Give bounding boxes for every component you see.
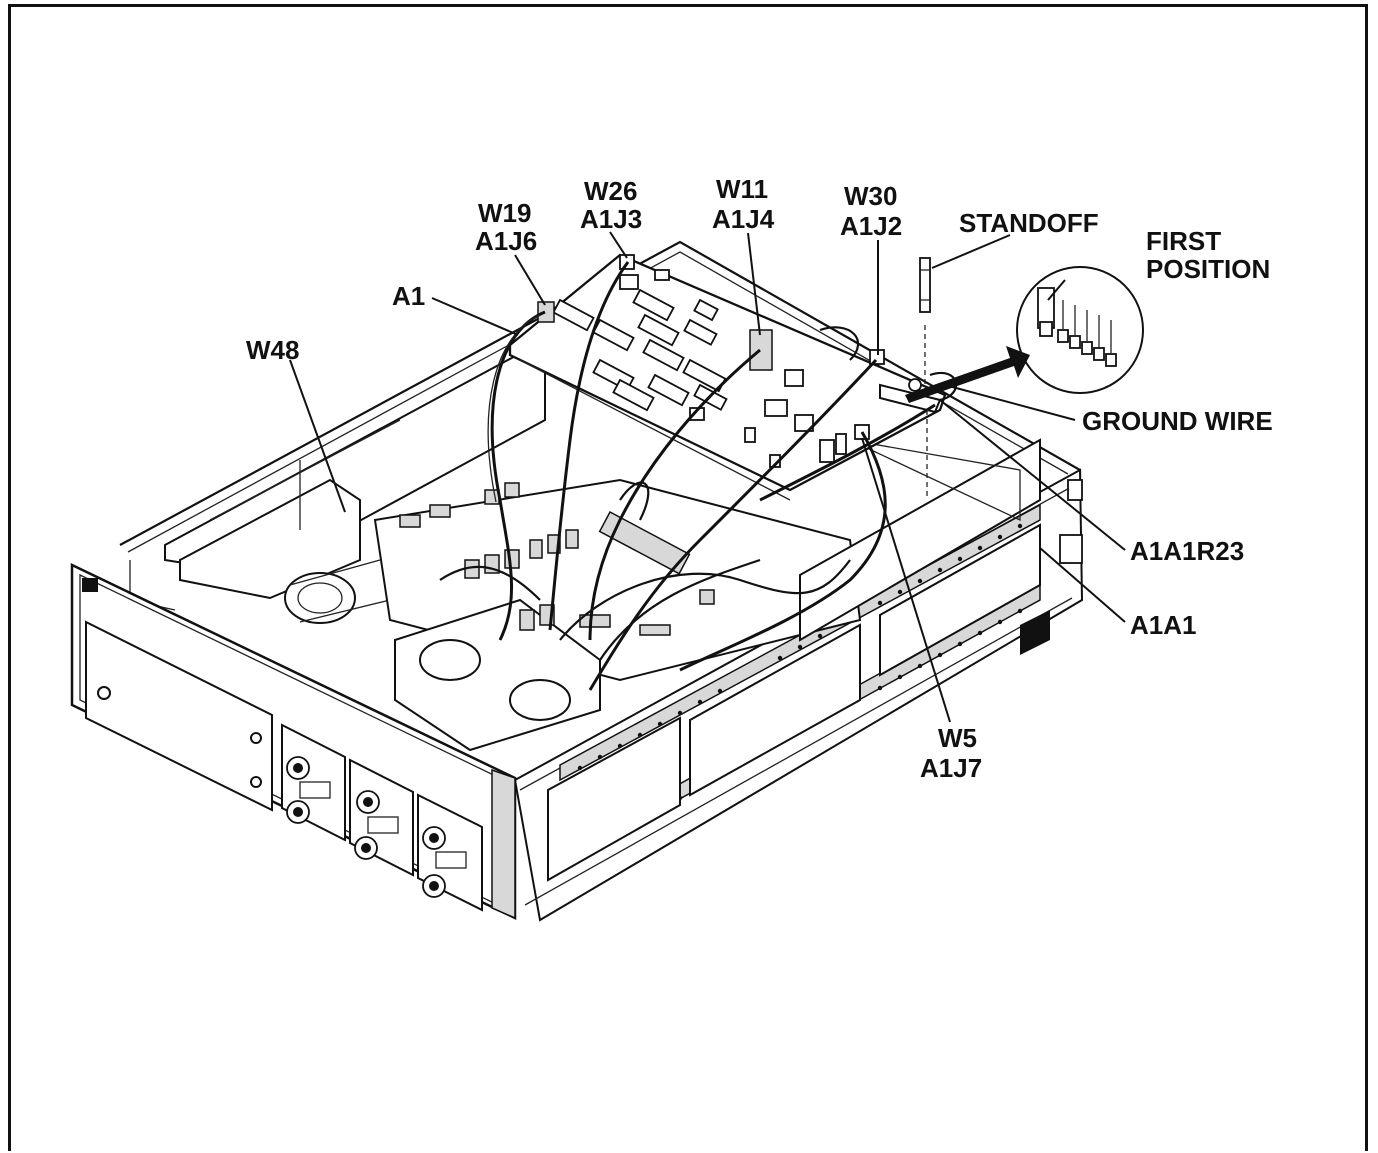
cable-w5 [679,431,887,672]
center-board-components [399,482,715,636]
cables [487,261,958,691]
first-position-inset [905,266,1144,403]
cable-w19 [490,310,546,641]
callout-labels: W19 A1J6 W26 A1J3 W11 A1J4 W30 A1J2 STAN… [246,174,1273,783]
a1-board-ics [552,269,847,468]
leader-lines [289,231,1126,723]
label-w5: W5 [938,723,977,753]
label-a1a1: A1A1 [1130,610,1196,640]
label-first: FIRST [1146,226,1221,256]
label-w30: W30 [844,181,897,211]
a1-board [508,253,947,501]
label-a1a1r23: A1A1R23 [1130,536,1244,566]
semirigid-cables [439,481,851,661]
front-connector-modules [281,723,483,912]
interior [164,338,1041,752]
label-standoff: STANDOFF [959,208,1099,238]
connector-a1j4 [749,329,773,371]
hp-logo [82,578,98,592]
ground-wire [759,403,936,502]
inset-arrow [905,346,1030,403]
label-a1j4: A1J4 [712,204,775,234]
cable-w26 [548,261,630,631]
header-pins [1057,300,1117,367]
label-w19: W19 [478,198,531,228]
label-a1j7: A1J7 [920,753,982,783]
label-a1: A1 [392,281,425,311]
cable-w30 [588,358,878,691]
label-a1j2: A1J2 [840,211,902,241]
cable-w11 [588,348,761,641]
label-w11: W11 [716,174,768,204]
label-a1j3: A1J3 [580,204,642,234]
front-panel [70,563,517,920]
label-a1j6: A1J6 [475,226,537,256]
figure-border [8,4,1368,1151]
label-ground-wire: GROUND WIRE [1082,406,1273,436]
label-position: POSITION [1146,254,1270,284]
connector-a1j6 [537,301,555,323]
standoff [919,257,931,500]
label-w26: W26 [584,176,637,206]
label-w48: W48 [246,335,299,365]
